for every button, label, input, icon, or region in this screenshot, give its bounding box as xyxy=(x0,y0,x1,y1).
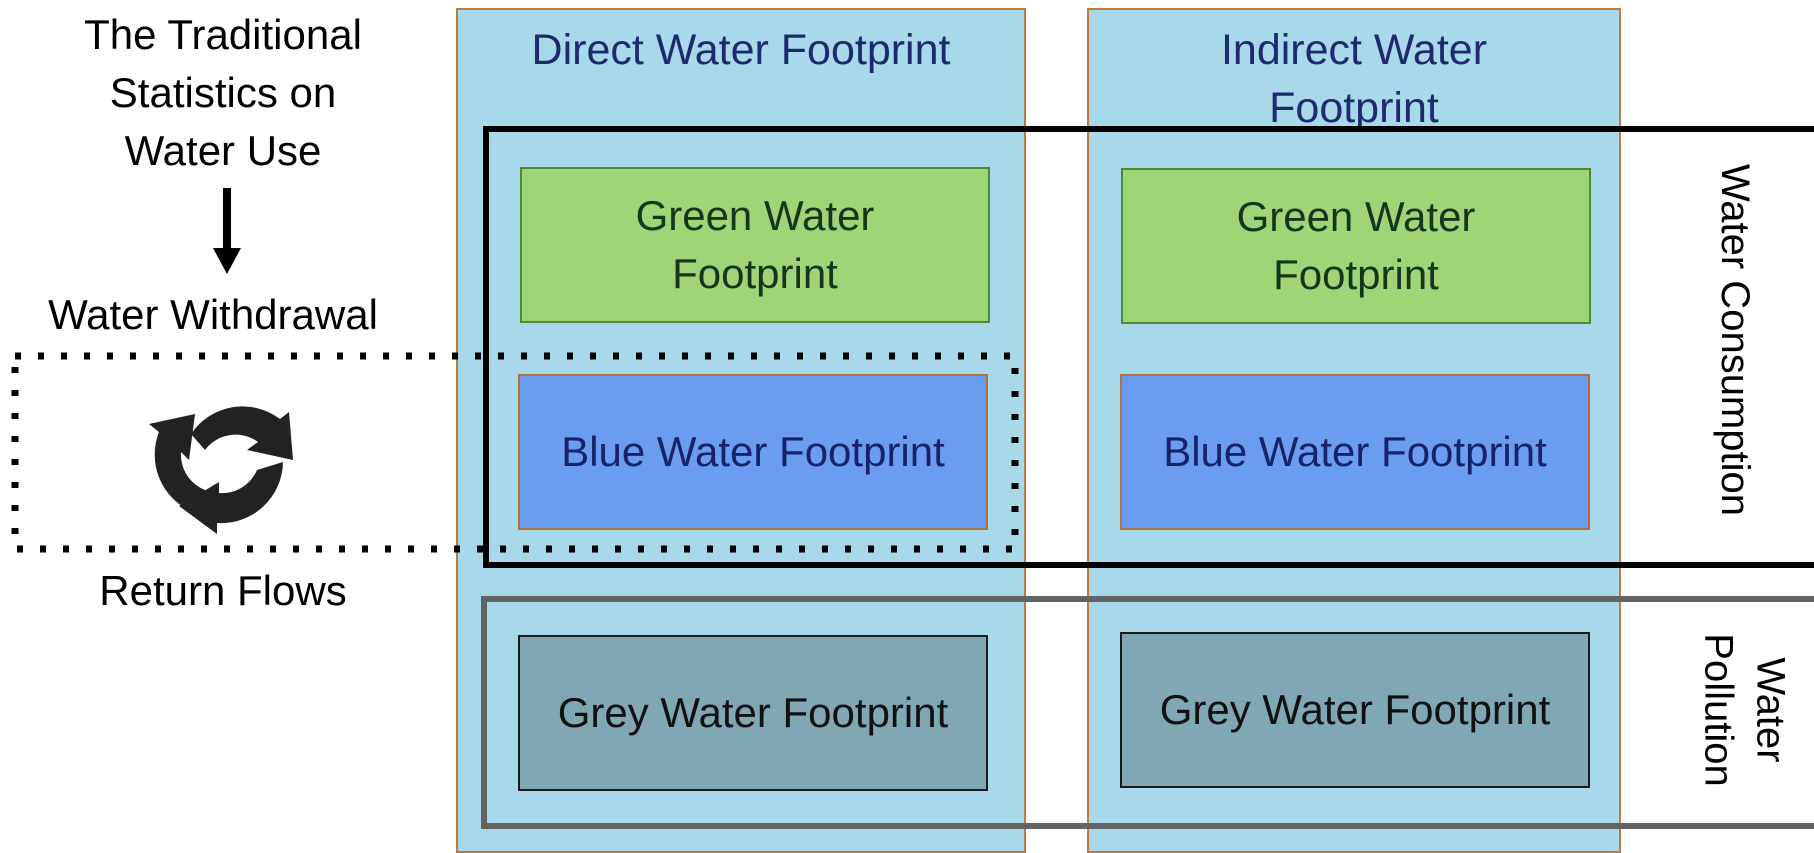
label-line: Water xyxy=(1749,657,1793,763)
box-line: Green Water xyxy=(635,192,875,239)
vertical-text: Water Consumption xyxy=(1713,164,1757,516)
title-line: The Traditional xyxy=(84,11,362,58)
water-consumption-label: Water Consumption xyxy=(1700,130,1770,550)
indirect-column-title: Indirect Water Footprint xyxy=(1087,21,1621,137)
indirect-grey-water-footprint-box: Grey Water Footprint xyxy=(1120,632,1590,788)
title-line: Footprint xyxy=(1269,84,1439,132)
label-line: Pollution xyxy=(1697,633,1741,787)
down-arrow-icon xyxy=(213,188,241,274)
title-line: Statistics on xyxy=(109,69,337,116)
box-line: Blue Water Footprint xyxy=(561,428,945,475)
vertical-text: Water Pollution xyxy=(1693,633,1797,786)
return-flows-label: Return Flows xyxy=(99,567,347,614)
water-withdrawal-label: Water Withdrawal xyxy=(48,291,378,338)
box-line: Footprint xyxy=(672,250,838,297)
direct-column-title: Direct Water Footprint xyxy=(531,26,951,74)
indirect-green-water-footprint-box: Green Water Footprint xyxy=(1121,168,1591,324)
recycle-arrows-icon xyxy=(149,406,293,534)
direct-blue-water-footprint-box: Blue Water Footprint xyxy=(518,374,988,530)
traditional-statistics-title: The Traditional Statistics on Water Use xyxy=(0,6,446,180)
indirect-blue-water-footprint-box: Blue Water Footprint xyxy=(1120,374,1590,530)
title-line: Indirect Water xyxy=(1220,26,1488,74)
direct-green-water-footprint-box: Green Water Footprint xyxy=(520,167,990,323)
box-line: Green Water xyxy=(1236,193,1476,240)
box-line: Grey Water Footprint xyxy=(1159,686,1551,733)
direct-grey-water-footprint-box: Grey Water Footprint xyxy=(518,635,988,791)
title-line: Water Use xyxy=(124,127,322,174)
box-line: Footprint xyxy=(1273,251,1439,298)
box-line: Grey Water Footprint xyxy=(557,689,949,736)
water-pollution-label: Water Pollution xyxy=(1690,610,1800,810)
box-line: Blue Water Footprint xyxy=(1163,428,1547,475)
